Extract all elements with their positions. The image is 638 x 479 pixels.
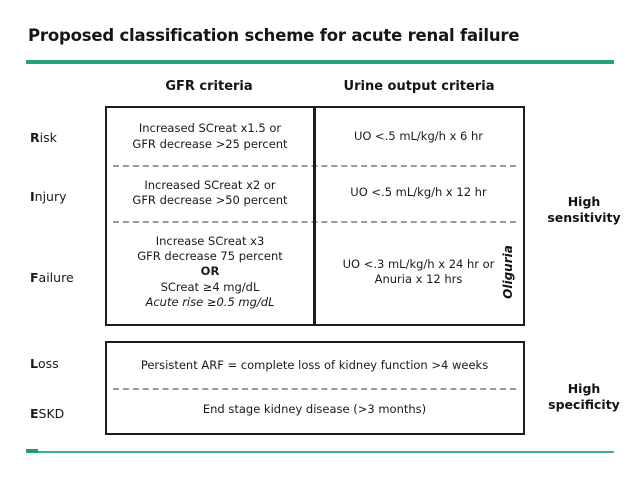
cell-gfr-failure-or: OR bbox=[200, 264, 220, 279]
cell-gfr-injury: Increased SCreat x2 or GFR decrease >50 … bbox=[107, 165, 313, 221]
row-separator-loss-eskd bbox=[113, 388, 516, 390]
annotation-high-specificity-line1: High bbox=[567, 381, 601, 396]
row-label-risk: Risk bbox=[30, 130, 102, 145]
cell-urine-failure-line2: Anuria x 12 hrs bbox=[374, 272, 463, 286]
column-header-gfr: GFR criteria bbox=[165, 79, 253, 94]
green-divider-bottom bbox=[26, 451, 614, 453]
cell-urine-failure-line1: UO <.3 mL/kg/h x 24 hr or bbox=[342, 256, 495, 271]
row-label-eskd: ESKD bbox=[30, 406, 102, 421]
page-title: Proposed classification scheme for acute… bbox=[28, 26, 520, 45]
row-label-eskd-rest: SKD bbox=[38, 406, 65, 421]
cell-gfr-failure-line4: SCreat ≥4 mg/dL bbox=[160, 279, 260, 294]
row-label-failure-rest: ailure bbox=[38, 270, 74, 285]
row-label-failure-initial: F bbox=[30, 270, 39, 285]
row-label-injury: Injury bbox=[30, 189, 102, 204]
row-label-loss-initial: L bbox=[30, 356, 38, 371]
row-label-risk-initial: R bbox=[30, 130, 40, 145]
oliguria-vertical-label: Oliguria bbox=[498, 221, 518, 323]
cell-urine-risk: UO <.5 mL/kg/h x 6 hr bbox=[316, 108, 522, 165]
cell-loss: Persistent ARF = complete loss of kidney… bbox=[107, 343, 522, 388]
cell-gfr-injury-line1: Increased SCreat x2 or bbox=[144, 177, 276, 192]
cell-eskd: End stage kidney disease (>3 months) bbox=[107, 388, 522, 432]
cell-urine-injury: UO <.5 mL/kg/h x 12 hr bbox=[316, 165, 522, 221]
row-label-loss: Loss bbox=[30, 356, 102, 371]
annotation-high-specificity-line2: specificity bbox=[548, 396, 620, 412]
annotation-high-sensitivity-line2: sensitivity bbox=[547, 209, 621, 225]
criteria-table-upper: Increased SCreat x1.5 or GFR decrease >2… bbox=[105, 106, 525, 326]
annotation-high-sensitivity: High sensitivity bbox=[534, 194, 634, 225]
criteria-table-lower: Persistent ARF = complete loss of kidney… bbox=[105, 341, 525, 435]
cell-gfr-risk-line1: Increased SCreat x1.5 or bbox=[138, 121, 282, 136]
oliguria-text: Oliguria bbox=[501, 245, 516, 299]
cell-gfr-injury-line2: GFR decrease >50 percent bbox=[132, 193, 288, 207]
cell-urine-failure: UO <.3 mL/kg/h x 24 hr or Anuria x 12 hr… bbox=[316, 221, 522, 323]
row-label-failure: Failure bbox=[30, 270, 102, 285]
green-divider-bottom-cap bbox=[26, 449, 38, 453]
cell-gfr-failure-line2: GFR decrease 75 percent bbox=[137, 249, 283, 264]
cell-eskd-text: End stage kidney disease (>3 months) bbox=[202, 402, 427, 417]
cell-gfr-failure: Increase SCreat x3 GFR decrease 75 perce… bbox=[107, 221, 313, 323]
row-label-injury-initial: I bbox=[30, 189, 35, 204]
row-label-loss-rest: oss bbox=[37, 356, 59, 371]
cell-gfr-risk: Increased SCreat x1.5 or GFR decrease >2… bbox=[107, 108, 313, 165]
annotation-high-sensitivity-line1: High bbox=[567, 194, 601, 209]
cell-gfr-risk-line2: GFR decrease >25 percent bbox=[132, 136, 288, 151]
row-label-risk-rest: isk bbox=[39, 130, 57, 145]
row-label-injury-rest: njury bbox=[34, 189, 67, 204]
column-divider bbox=[313, 108, 316, 324]
cell-gfr-failure-line1: Increase SCreat x3 bbox=[155, 234, 265, 249]
cell-loss-text: Persistent ARF = complete loss of kidney… bbox=[140, 357, 489, 372]
column-header-urine-output: Urine output criteria bbox=[343, 79, 495, 94]
cell-urine-risk-line1: UO <.5 mL/kg/h x 6 hr bbox=[353, 128, 484, 143]
green-divider-top bbox=[26, 60, 614, 64]
cell-urine-injury-line1: UO <.5 mL/kg/h x 12 hr bbox=[350, 185, 487, 200]
cell-gfr-failure-line5: Acute rise ≥0.5 mg/dL bbox=[145, 294, 275, 309]
annotation-high-specificity: High specificity bbox=[534, 381, 634, 412]
row-label-eskd-initial: E bbox=[30, 406, 39, 421]
